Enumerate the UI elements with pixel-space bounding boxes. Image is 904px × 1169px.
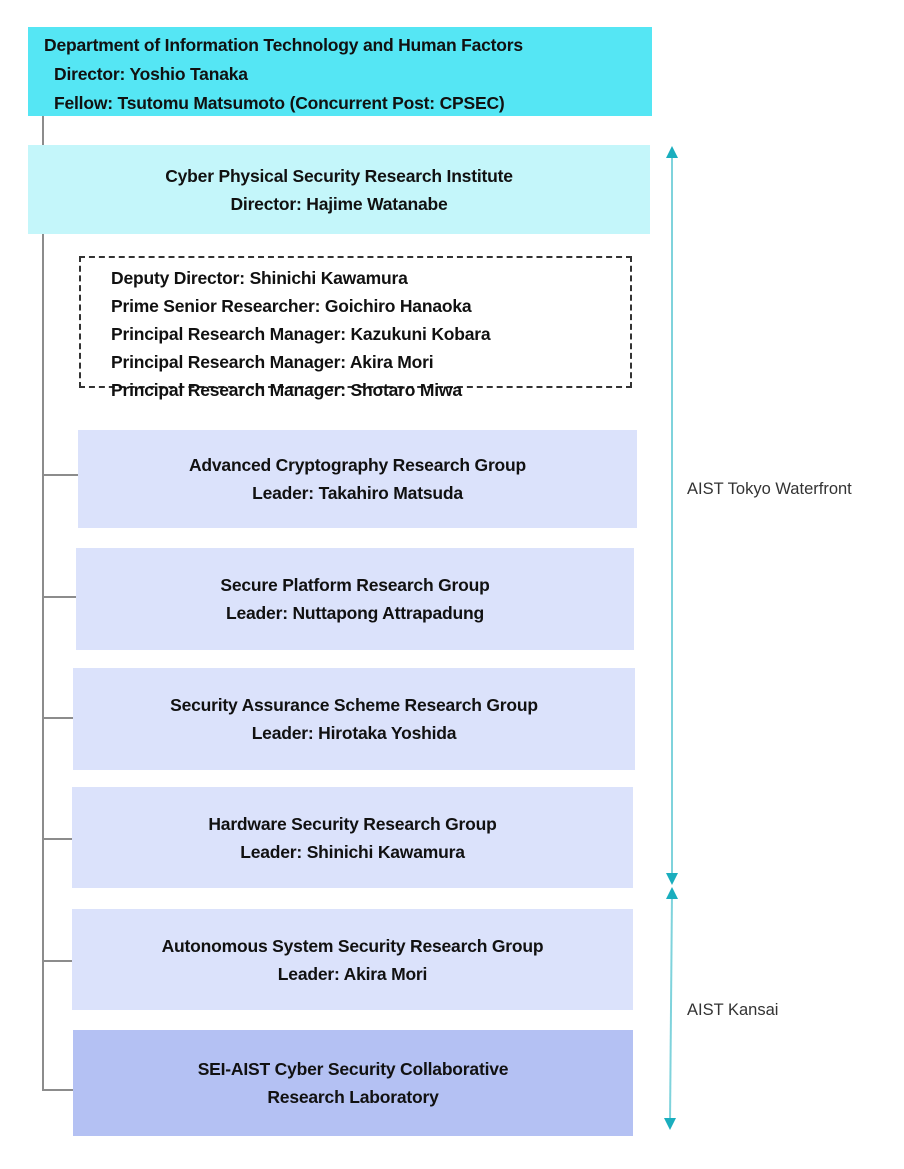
group-name: Hardware Security Research Group bbox=[208, 813, 497, 834]
group-box-hardware-security: Hardware Security Research Group Leader:… bbox=[72, 787, 633, 888]
kansai-arrowhead-up-icon bbox=[666, 887, 678, 899]
staff-principal-research-manager: Principal Research Manager: Akira Mori bbox=[111, 352, 434, 372]
group-name: Secure Platform Research Group bbox=[220, 575, 490, 595]
branch-line-autonomous-system bbox=[42, 960, 73, 962]
branch-line-sei-aist-lab bbox=[42, 1089, 74, 1091]
branch-line-secure-platform bbox=[42, 596, 76, 598]
tokyo-arrowhead-down-icon bbox=[666, 873, 678, 885]
group-leader: Leader: Akira Mori bbox=[277, 963, 428, 984]
tokyo-arrowhead-up-icon bbox=[666, 146, 678, 158]
group-leader: Leader: Shinichi Kawamura bbox=[240, 841, 465, 862]
group-box-secure-platform: Secure Platform Research Group Leader: N… bbox=[76, 548, 634, 650]
kansai-range-line bbox=[669, 891, 673, 1125]
branch-line-security-assurance bbox=[42, 717, 74, 719]
group-name: Autonomous System Security Research Grou… bbox=[161, 935, 544, 956]
tree-trunk-line bbox=[42, 116, 44, 1090]
group-box-security-assurance: Security Assurance Scheme Research Group… bbox=[73, 668, 635, 770]
staff-principal-research-manager: Principal Research Manager: Kazukuni Kob… bbox=[111, 324, 491, 344]
department-name: Department of Information Technology and… bbox=[44, 35, 523, 55]
staff-principal-research-manager: Principal Research Manager: Shotaro Miwa bbox=[111, 380, 462, 400]
institute-name: Cyber Physical Security Research Institu… bbox=[165, 165, 513, 186]
staff-box: Deputy Director: Shinichi Kawamura Prime… bbox=[79, 256, 632, 400]
group-leader: Leader: Takahiro Matsuda bbox=[252, 483, 463, 503]
kansai-arrowhead-down-icon bbox=[664, 1118, 676, 1130]
group-box-autonomous-system: Autonomous System Security Research Grou… bbox=[72, 909, 633, 1010]
department-director: Director: Yoshio Tanaka bbox=[54, 64, 248, 84]
location-label-tokyo: AIST Tokyo Waterfront bbox=[687, 480, 852, 498]
staff-prime-senior-researcher: Prime Senior Researcher: Goichiro Hanaok… bbox=[111, 296, 472, 316]
group-name: Security Assurance Scheme Research Group bbox=[170, 695, 538, 715]
lab-name-line1: SEI-AIST Cyber Security Collaborative bbox=[197, 1059, 509, 1079]
lab-box-sei-aist: SEI-AIST Cyber Security Collaborative Re… bbox=[73, 1030, 633, 1136]
institute-box: Cyber Physical Security Research Institu… bbox=[28, 145, 650, 234]
location-label-kansai: AIST Kansai bbox=[687, 1001, 779, 1019]
group-box-advanced-cryptography: Advanced Cryptography Research Group Lea… bbox=[78, 430, 637, 528]
department-fellow: Fellow: Tsutomu Matsumoto (Concurrent Po… bbox=[54, 93, 505, 113]
group-name: Advanced Cryptography Research Group bbox=[188, 455, 527, 475]
branch-line-hardware-security bbox=[42, 838, 73, 840]
staff-deputy-director: Deputy Director: Shinichi Kawamura bbox=[111, 268, 408, 288]
institute-director: Director: Hajime Watanabe bbox=[230, 193, 448, 214]
branch-line-advanced-cryptography bbox=[42, 474, 78, 476]
group-leader: Leader: Hirotaka Yoshida bbox=[251, 723, 457, 743]
department-box: Department of Information Technology and… bbox=[28, 27, 652, 116]
lab-name-line2: Research Laboratory bbox=[267, 1087, 439, 1107]
group-leader: Leader: Nuttapong Attrapadung bbox=[226, 603, 484, 623]
